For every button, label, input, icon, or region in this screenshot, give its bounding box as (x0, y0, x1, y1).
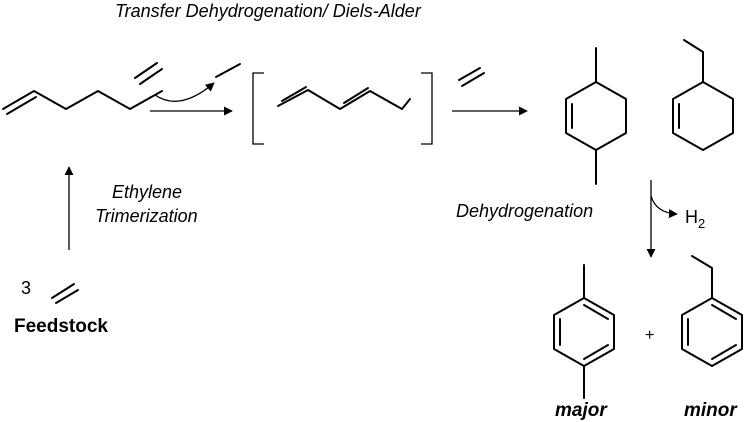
major-label: major (555, 400, 608, 421)
plus-sign: + (645, 327, 654, 344)
left-bracket (252, 72, 264, 145)
curved-byproduct-arrow (154, 82, 215, 102)
trimerization-label-line2: Trimerization (95, 206, 198, 226)
hexadiene-structure (277, 86, 411, 110)
ethylbenzene-structure (681, 255, 743, 367)
right-bracket (421, 72, 433, 145)
hexene-structure (2, 90, 163, 115)
feedstock-coefficient: 3 (21, 278, 31, 298)
ethylene-feedstock-structure (51, 283, 79, 304)
p-xylene-structure (553, 264, 615, 399)
transfer-dehydrogenation-title: Transfer Dehydrogenation/ Diels-Alder (115, 1, 422, 21)
h2-label: H2 (685, 207, 705, 231)
dimethylcyclohexene-structure (565, 47, 627, 185)
ethane-byproduct-structure (215, 63, 241, 78)
ethylene-dienophile-structure (458, 67, 485, 87)
ethylcyclohexene-structure (672, 39, 734, 151)
dehydrogenation-label: Dehydrogenation (456, 201, 593, 221)
trimerization-label-line1: Ethylene (112, 182, 182, 202)
ethylene-acceptor-structure (134, 62, 163, 85)
curved-h2-arrow (650, 195, 678, 219)
feedstock-label: Feedstock (14, 316, 108, 337)
minor-label: minor (684, 400, 738, 421)
